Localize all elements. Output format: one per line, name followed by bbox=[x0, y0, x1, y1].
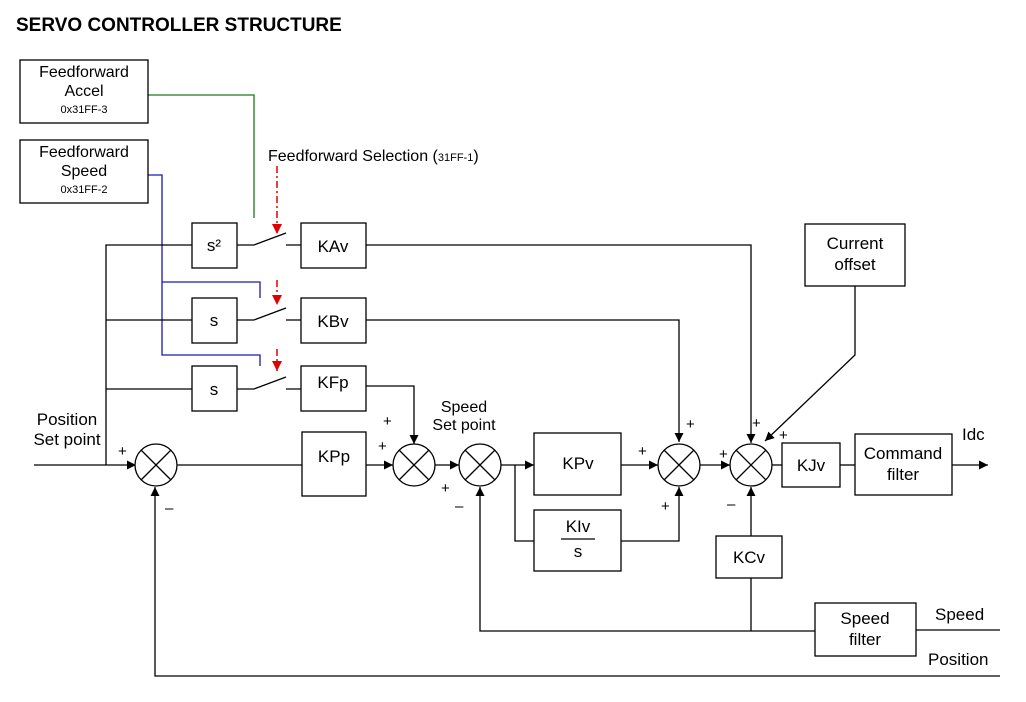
svg-text:Command: Command bbox=[864, 444, 942, 463]
kpv-block: KPv bbox=[533, 432, 622, 496]
svg-text:KAv: KAv bbox=[318, 237, 349, 256]
kfp-wire bbox=[366, 385, 419, 444]
speed-feedback-wire bbox=[475, 487, 815, 632]
s-squared-block: s² bbox=[191, 222, 238, 269]
svg-text:KBv: KBv bbox=[317, 312, 349, 331]
svg-text:Feedforward Selection (31FF-1): Feedforward Selection (31FF-1) bbox=[268, 148, 479, 165]
position-feedback-wire bbox=[150, 487, 1000, 677]
svg-text:s²: s² bbox=[207, 236, 222, 255]
switch-accel bbox=[237, 232, 301, 246]
speed-filter-block: Speed filter bbox=[814, 602, 917, 657]
sign-ff-plus-top: + bbox=[383, 413, 392, 430]
feedforward-accel-block: Feedforward Accel 0x31FF-3 bbox=[19, 59, 149, 124]
sign-cur-plus-left: + bbox=[719, 446, 728, 463]
feedforward-bus bbox=[105, 244, 192, 465]
kjv-block: KJv bbox=[781, 442, 841, 488]
position-setpoint-label: Position Set point bbox=[33, 410, 100, 449]
speed-sum-junction bbox=[458, 443, 502, 487]
sign-cur-plus-right: + bbox=[779, 427, 788, 444]
accel-feed-wire bbox=[148, 94, 255, 218]
kiv-out-wire bbox=[621, 487, 684, 542]
svg-text:Current: Current bbox=[827, 234, 884, 253]
kbv-block: KBv bbox=[300, 297, 367, 344]
feedforward-selection-label: Feedforward Selection (31FF-1) bbox=[268, 148, 479, 165]
s-block-1: s bbox=[191, 297, 238, 344]
svg-text:KCv: KCv bbox=[733, 548, 766, 567]
svg-text:KJv: KJv bbox=[797, 456, 826, 475]
sign-ff-plus-left: + bbox=[378, 438, 387, 455]
svg-text:s: s bbox=[210, 311, 219, 330]
position-output-label: Position bbox=[928, 650, 988, 669]
svg-text:offset: offset bbox=[834, 255, 876, 274]
svg-text:KPv: KPv bbox=[562, 454, 594, 473]
svg-text:Speed: Speed bbox=[441, 399, 487, 416]
svg-text:Set point: Set point bbox=[432, 417, 496, 434]
speed-output-label: Speed bbox=[935, 605, 984, 624]
svg-text:filter: filter bbox=[887, 465, 919, 484]
speed-feed-wire bbox=[148, 174, 261, 366]
svg-text:Position: Position bbox=[37, 410, 97, 429]
kav-block: KAv bbox=[300, 222, 367, 269]
integral-branch-wire bbox=[514, 465, 534, 542]
kbv-wire bbox=[366, 319, 684, 442]
kfp-block: KFp bbox=[300, 365, 367, 412]
svg-text:KPp: KPp bbox=[318, 447, 350, 466]
sign-spd-plus: + bbox=[441, 480, 450, 497]
svg-text:Set point: Set point bbox=[33, 430, 100, 449]
sign-sc-plus-left: + bbox=[638, 443, 647, 460]
svg-text:Feedforward: Feedforward bbox=[39, 144, 129, 161]
speed-ctrl-sum-junction bbox=[657, 443, 701, 487]
sign-pos-plus: + bbox=[118, 443, 127, 460]
sign-pos-minus: – bbox=[165, 500, 174, 517]
svg-text:KIv: KIv bbox=[566, 517, 591, 536]
svg-text:filter: filter bbox=[849, 630, 881, 649]
kav-wire bbox=[366, 244, 756, 443]
feedforward-sum-junction bbox=[392, 443, 436, 487]
switch-speed-2 bbox=[237, 376, 301, 390]
sign-sc-plus-bottom: + bbox=[661, 498, 670, 515]
idc-output-label: Idc bbox=[962, 425, 985, 444]
svg-text:s: s bbox=[574, 542, 583, 561]
position-sum-junction bbox=[134, 443, 178, 487]
kcv-block: KCv bbox=[715, 535, 783, 579]
svg-text:Feedforward: Feedforward bbox=[39, 64, 129, 81]
svg-text:Speed: Speed bbox=[61, 163, 107, 180]
svg-text:Accel: Accel bbox=[64, 83, 103, 100]
sign-spd-minus: – bbox=[455, 498, 464, 515]
sign-sc-plus-top: + bbox=[686, 416, 695, 433]
sign-cur-plus-top: + bbox=[752, 415, 761, 432]
current-sum-junction bbox=[729, 443, 773, 487]
kiv-block: KIv s bbox=[533, 509, 622, 572]
svg-text:0x31FF-2: 0x31FF-2 bbox=[60, 184, 107, 196]
current-offset-block: Current offset bbox=[804, 223, 906, 287]
feedforward-speed-block: Feedforward Speed 0x31FF-2 bbox=[19, 139, 149, 204]
svg-text:0x31FF-3: 0x31FF-3 bbox=[60, 104, 107, 116]
diagram-title: SERVO CONTROLLER STRUCTURE bbox=[16, 15, 342, 36]
s-block-2: s bbox=[191, 365, 238, 412]
switch-speed-1 bbox=[237, 307, 301, 321]
svg-text:s: s bbox=[210, 380, 219, 399]
kpp-block: KPp bbox=[301, 431, 367, 497]
svg-text:KFp: KFp bbox=[317, 373, 348, 392]
sign-cur-minus: – bbox=[727, 496, 736, 513]
svg-text:Speed: Speed bbox=[840, 609, 889, 628]
current-offset-wire bbox=[764, 286, 856, 442]
speed-setpoint-label: Speed Set point bbox=[432, 399, 496, 434]
command-filter-block: Command filter bbox=[854, 433, 953, 496]
